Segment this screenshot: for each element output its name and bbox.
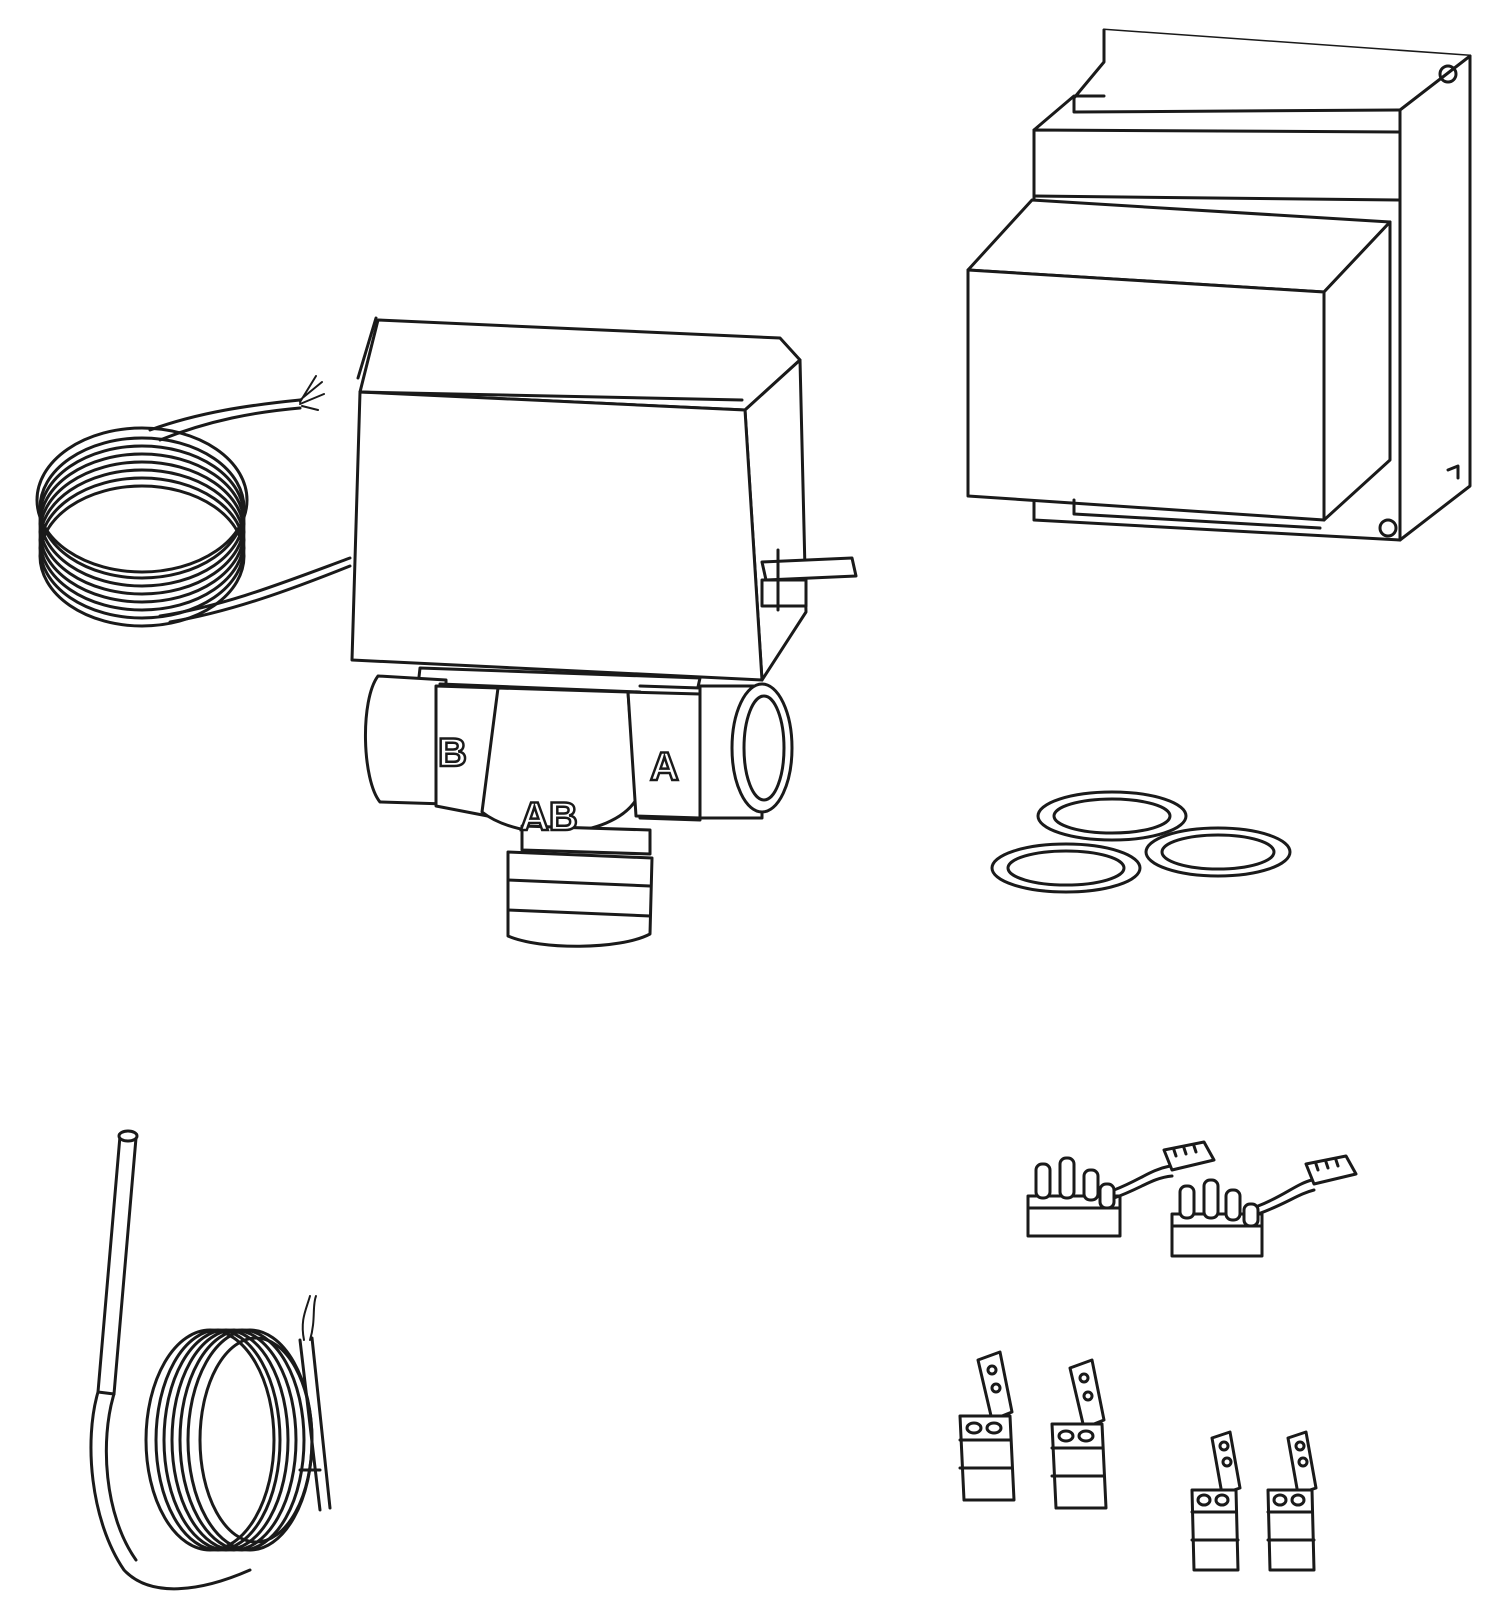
valve-actuator: [350, 316, 858, 682]
valve-port-b-label: B: [438, 731, 467, 775]
sealing-rings: [990, 790, 1292, 894]
sealing-ring: [990, 842, 1142, 894]
temperature-sensor: [89, 1129, 332, 1591]
sealing-ring: [1144, 826, 1292, 878]
plug-terminals: [958, 1350, 1318, 1572]
plug-terminal: [1266, 1430, 1318, 1572]
valve-port-ab-label: AB: [520, 795, 578, 839]
valve-body: B A AB: [364, 666, 794, 948]
plug-terminal: [1050, 1358, 1108, 1510]
plug-terminal: [958, 1350, 1016, 1502]
motorized-valve: B A AB: [35, 316, 858, 948]
plug-terminal: [1190, 1430, 1242, 1572]
valve-cable-coil: [35, 375, 352, 628]
cable-connector: [1026, 1140, 1216, 1238]
transformer-housing: [966, 28, 1472, 542]
sensor-cable-coil: [144, 1328, 314, 1552]
cable-connectors: [1026, 1140, 1358, 1258]
valve-port-a-label: A: [650, 745, 679, 789]
sealing-ring: [1036, 790, 1188, 842]
cable-connector: [1170, 1154, 1358, 1258]
